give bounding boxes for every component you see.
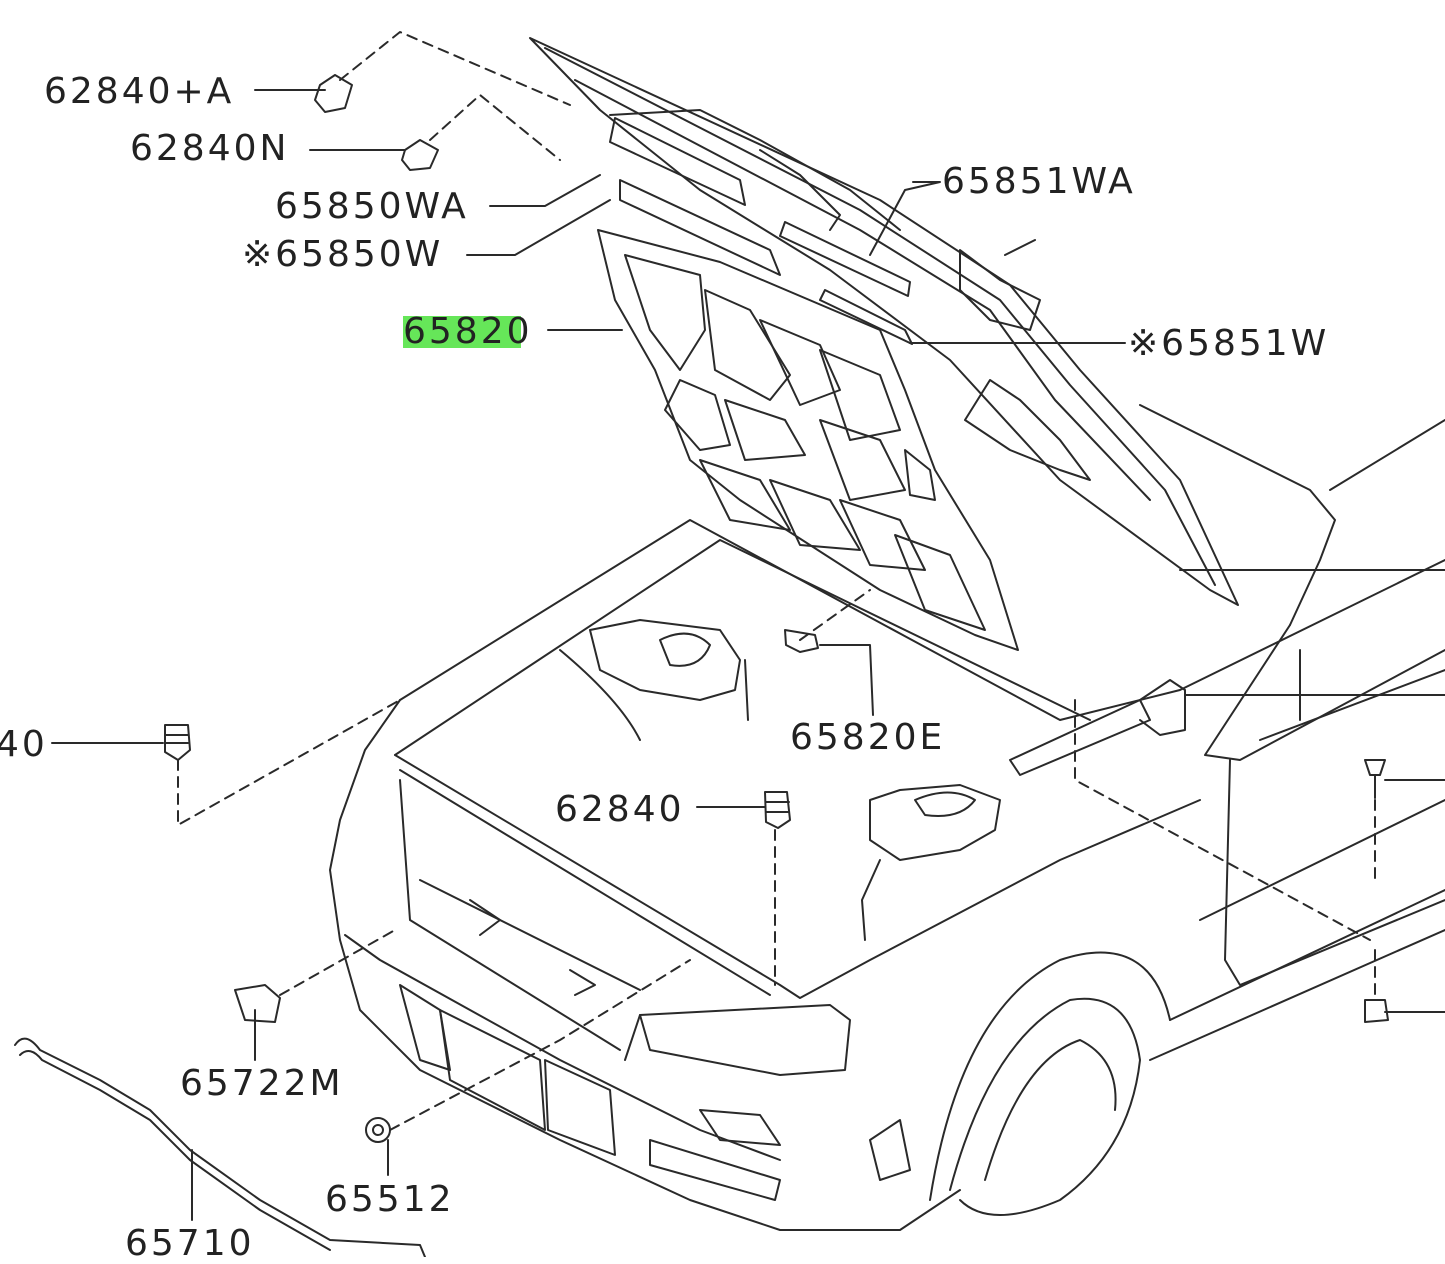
label-62840: 62840 xyxy=(555,789,685,830)
part-highlight xyxy=(403,316,521,348)
part-nut-right xyxy=(1364,999,1389,1023)
leader-lines xyxy=(51,89,1445,1221)
label-62840N: 62840N xyxy=(130,128,290,169)
label-65850WA: 65850WA xyxy=(275,186,469,227)
part-65512-grommet xyxy=(365,1117,391,1143)
part-62840A-bumper xyxy=(314,74,353,113)
hood-seals xyxy=(609,117,913,345)
label-65722M: 65722M xyxy=(180,1063,344,1104)
dashed-lines xyxy=(177,31,1376,1131)
label-65851WA: 65851WA xyxy=(942,161,1136,202)
part-62840-bumper xyxy=(764,791,791,829)
label-65820: 65820 xyxy=(403,311,533,352)
part-bolt-right xyxy=(1364,759,1386,799)
label-62840A: 62840+A xyxy=(44,71,235,112)
part-65710-cable xyxy=(14,1037,426,1257)
label-65512: 65512 xyxy=(325,1179,455,1220)
label-40: 40 xyxy=(0,724,48,765)
label-65851W: ※65851W xyxy=(1128,323,1330,364)
part-65820E-clip xyxy=(784,629,819,653)
hood-insulator xyxy=(597,229,1019,651)
part-65722M-bracket xyxy=(234,984,281,1023)
part-62840N-bumper xyxy=(401,139,439,171)
label-65850W: ※65850W xyxy=(242,234,444,275)
label-65710: 65710 xyxy=(125,1223,255,1264)
car-body xyxy=(329,419,1445,1231)
label-65820E: 65820E xyxy=(790,717,946,758)
part-40-bumper xyxy=(164,724,191,761)
